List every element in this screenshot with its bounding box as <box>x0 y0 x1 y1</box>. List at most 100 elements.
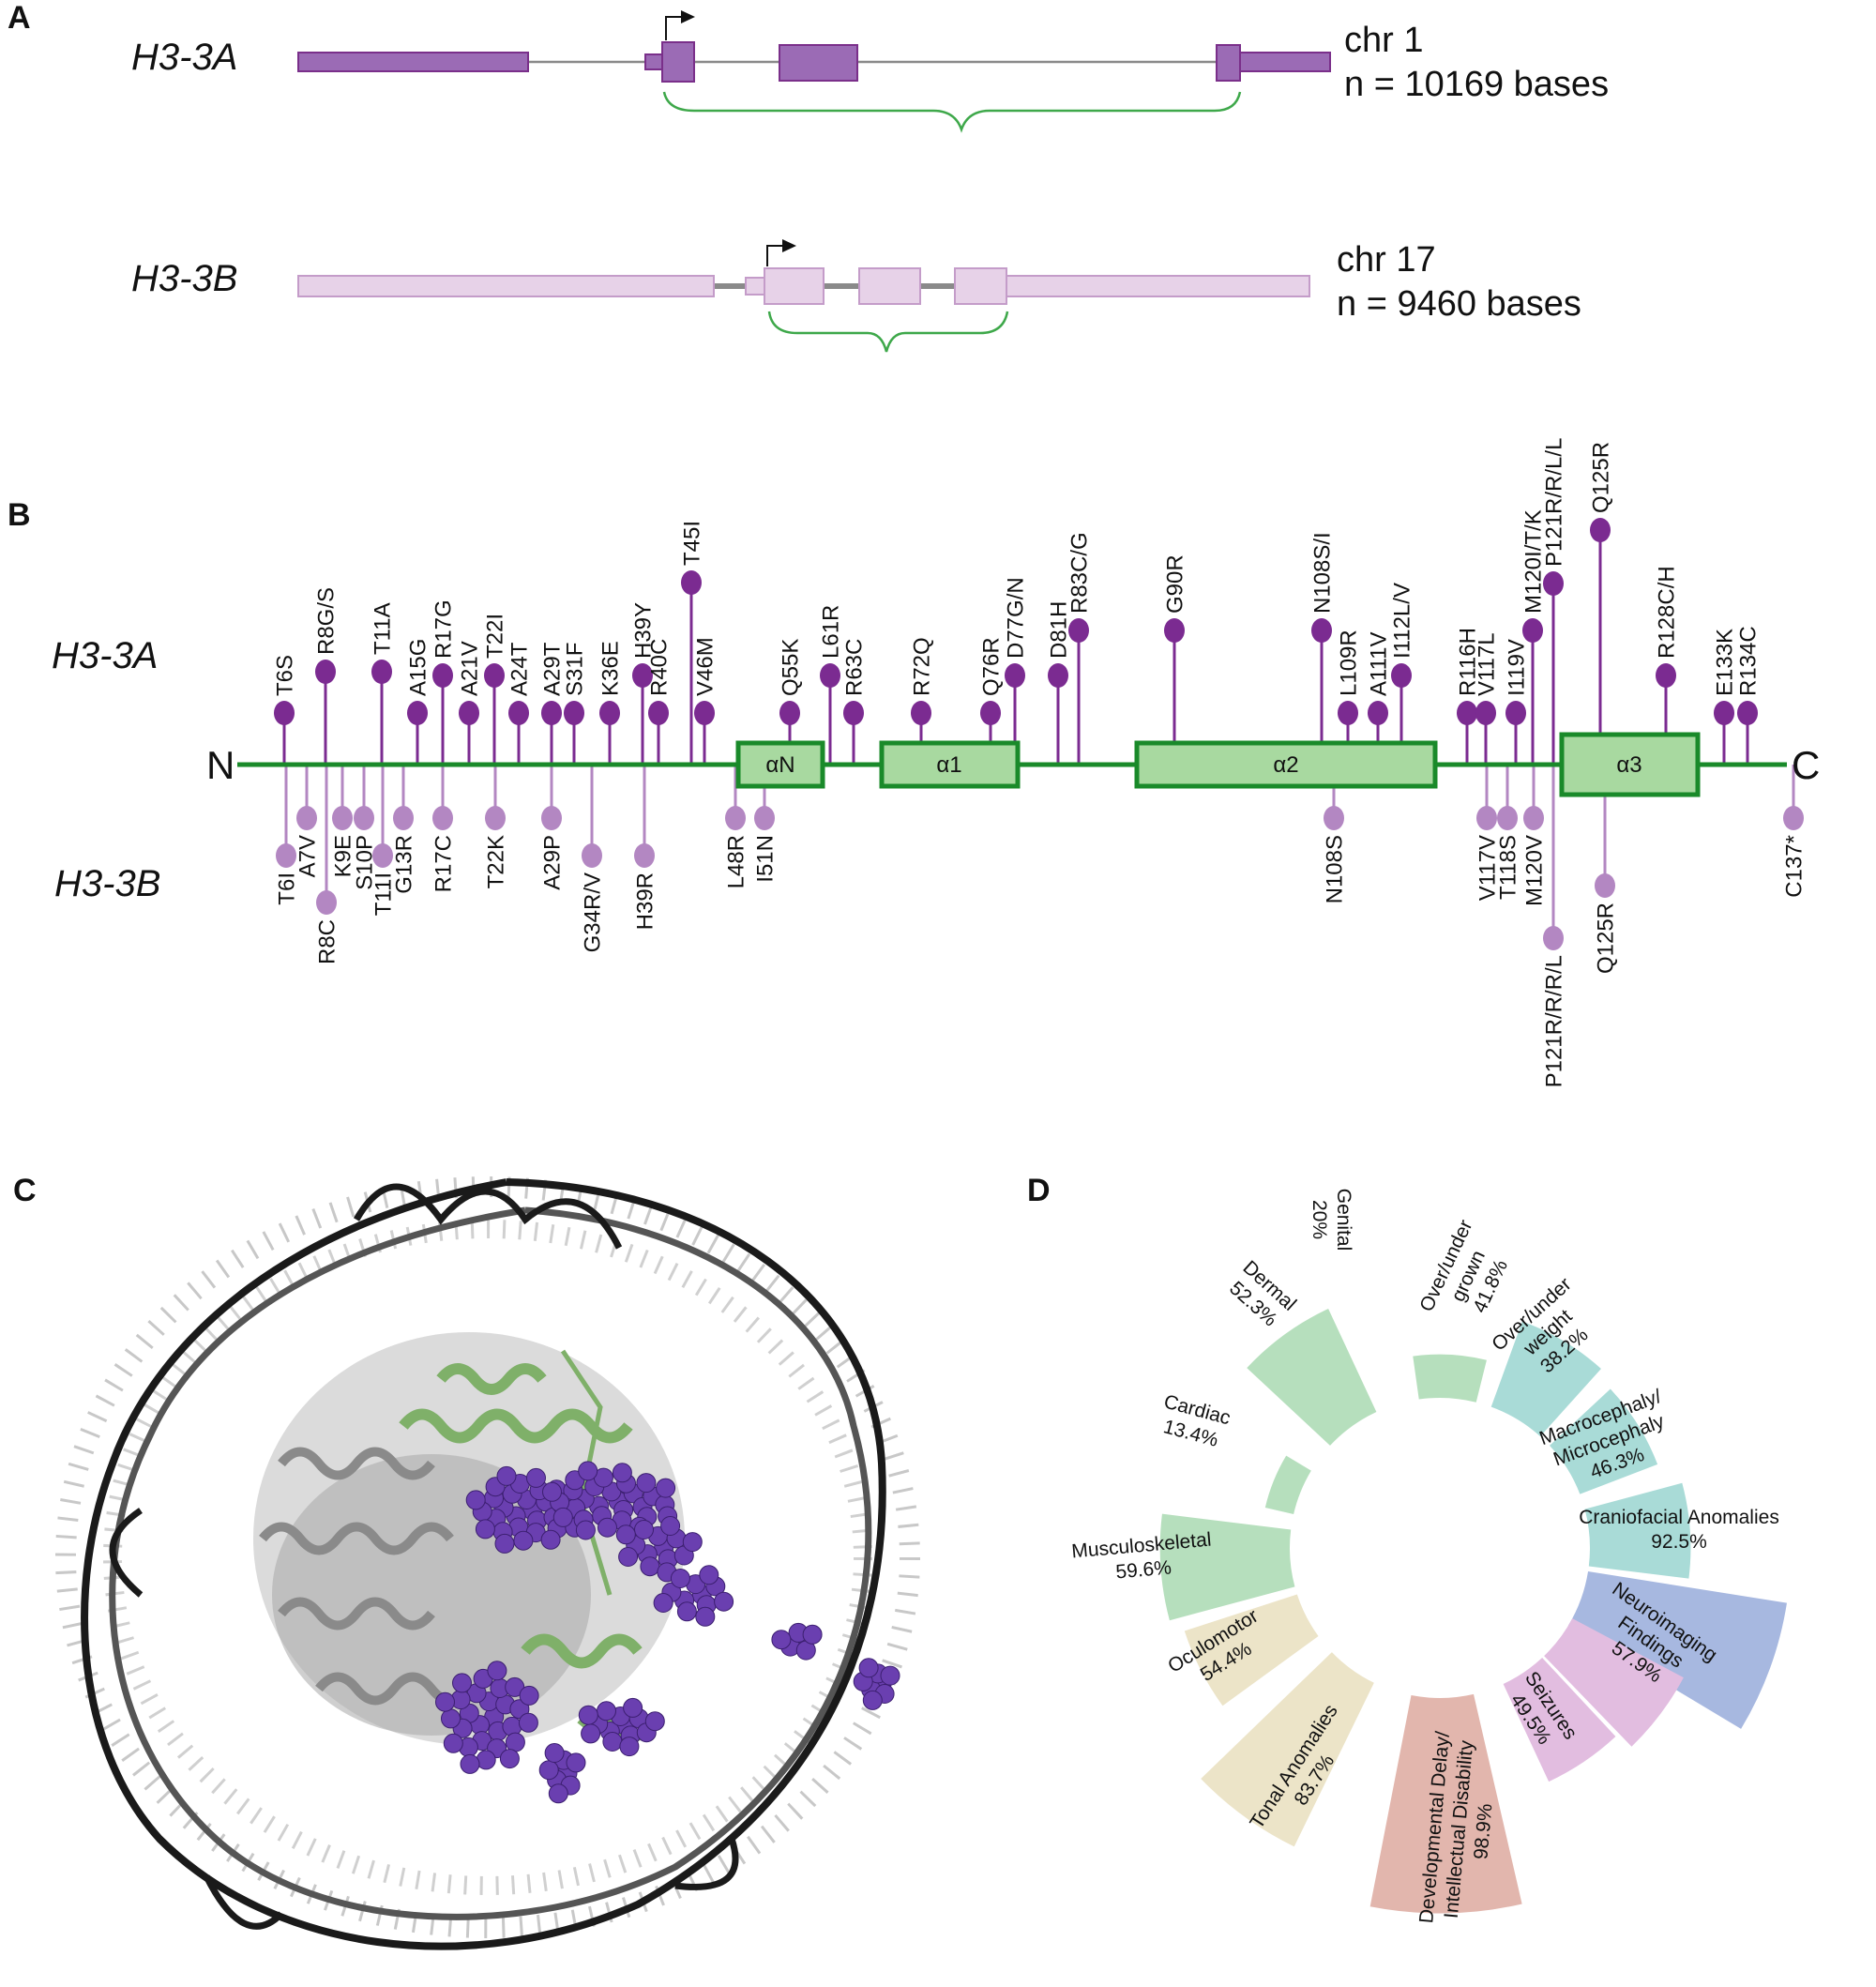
mutated-residue-sphere <box>802 1624 823 1645</box>
h3-3a-mutation-label: V117L <box>1474 632 1499 696</box>
h3-3a-mutation-label: R116H <box>1455 628 1480 696</box>
h3-3a-mutation-pin: A21V <box>457 641 482 765</box>
gene-b-chromosome: chr 17 <box>1337 240 1436 280</box>
h3-3b-mutation-label: K9E <box>330 835 356 877</box>
gene-b-structure: H3-3B chr 17 n = 9460 bases <box>131 239 1581 353</box>
h3-3a-mutation-label: A24T <box>507 642 532 696</box>
h3-3a-mutation-pin: E133K <box>1712 629 1737 765</box>
mutated-residue-sphere <box>443 1733 463 1753</box>
radial-bar <box>1159 1513 1295 1621</box>
h3-3b-mutation-pin: A29P <box>539 765 565 890</box>
h3-3a-mutation-pin: A15G <box>405 639 431 765</box>
mutated-residue-sphere <box>505 1732 525 1752</box>
mutated-residue-sphere <box>538 1760 559 1781</box>
h3-3b-mutation-label: T6I <box>274 872 299 905</box>
radial-bar-label: Genital20% <box>1309 1189 1354 1251</box>
radial-bar <box>1550 1388 1658 1494</box>
h3-3b-mutation-label: R8C <box>314 919 340 964</box>
gene-a-exon-1 <box>297 52 529 72</box>
gene-b-track-label: H3-3B <box>54 863 160 904</box>
mutated-residue-sphere <box>441 1708 461 1729</box>
h3-3a-mutation-label: N108S/I <box>1309 532 1335 614</box>
mutated-residue-sphere <box>597 1701 616 1722</box>
gene-a-cds-brace <box>662 91 1242 133</box>
histone-h3-3-helices <box>399 1349 654 1742</box>
h3-3b-mutation-label: M120V <box>1521 835 1547 906</box>
mutated-residue-sphere <box>623 1697 643 1718</box>
h3-3b-mutation-label: A29P <box>539 835 565 890</box>
h3-3a-mutation-pin: R40C <box>646 639 672 765</box>
h3-3a-mutation-label: R128C/H <box>1654 566 1679 659</box>
h3-3a-mutation-label: L109R <box>1336 629 1361 696</box>
radial-bar <box>1490 1321 1601 1437</box>
h3-3a-mutation-pin: I112L/V <box>1389 583 1415 765</box>
h3-3b-mutation-pin: K9E <box>330 765 356 877</box>
gene-a-name: H3-3A <box>131 37 237 78</box>
h3-3b-mutation-label: C137* <box>1781 835 1807 898</box>
mutated-residue-sphere <box>519 1685 539 1706</box>
mutated-residue-sphere <box>452 1673 472 1693</box>
radial-bar <box>1584 1482 1691 1579</box>
h3-3b-mutation-label: Q125R <box>1593 902 1618 974</box>
mutated-residue-sphere <box>578 1705 598 1725</box>
h3-3a-mutation-pin: A111V <box>1366 632 1391 765</box>
mutated-residue-sphere <box>682 1532 703 1553</box>
mutated-residue-sphere <box>653 1593 673 1613</box>
h3-3b-mutation-label: L48R <box>723 835 749 888</box>
h3-3b-mutation-pin: N108S <box>1322 765 1347 903</box>
h3-3a-mutation-pin: P121R/R/L/L <box>1541 438 1566 765</box>
h3-3a-mutation-pin: Q76R <box>978 637 1004 765</box>
domain-alpha-n-label: αN <box>765 752 794 778</box>
mutated-residue-sphere <box>435 1691 455 1712</box>
mutated-residue-sphere <box>566 1752 586 1773</box>
h3-3a-mutation-label: M120I/T/K <box>1520 509 1546 614</box>
mutated-residue-sphere <box>640 1556 660 1577</box>
mutated-residue-sphere <box>699 1565 719 1585</box>
h3-3b-mutation-label: R17C <box>431 835 456 892</box>
h3-3a-mutation-label: H39Y <box>630 602 656 659</box>
h3-3a-mutation-pin: K36E <box>598 641 623 765</box>
panel-d: D Genital20%Over/undergrown41.8%Over/und… <box>1027 1173 1787 1924</box>
gene-b-exon-1 <box>297 275 715 297</box>
gene-b-tss-arrow <box>766 239 796 266</box>
h3-3a-mutation-label: I119V <box>1504 639 1529 696</box>
nucleosome-structure <box>55 1176 920 1950</box>
h3-3a-mutation-label: Q76R <box>978 637 1004 696</box>
radial-bar <box>1264 1455 1311 1515</box>
h3-3a-mutation-pin: R8G/S <box>313 587 339 765</box>
h3-3b-mutation-pin: G13R <box>391 765 416 894</box>
domain-alpha-1: α1 <box>879 740 1021 789</box>
mutated-residue-sphere <box>465 1490 486 1510</box>
h3-3b-mutation-pin: T118S <box>1495 765 1520 900</box>
mutated-residue-sphere <box>575 1520 596 1540</box>
h3-3a-mutation-label: G90R <box>1162 554 1188 614</box>
mutated-residue-sphere <box>581 1723 601 1744</box>
h3-3a-mutation-pin: L61R <box>818 605 843 765</box>
gene-a-exon-2-utr <box>644 53 663 70</box>
radial-bar-label: Over/undergrown41.8% <box>1415 1217 1520 1336</box>
h3-3a-mutation-label: R40C <box>646 639 672 696</box>
gene-b-exon-3 <box>858 267 921 305</box>
panel-d-label: D <box>1027 1173 1051 1208</box>
h3-3a-mutation-label: S31F <box>562 643 587 696</box>
h3-3b-mutation-pin: R17C <box>431 765 456 892</box>
radial-bar <box>1247 1309 1377 1446</box>
h3-3a-mutation-label: L61R <box>818 605 843 659</box>
h3-3a-mutation-label: K36E <box>598 641 623 696</box>
mutated-residue-sphere <box>771 1630 792 1650</box>
panel-b-label: B <box>8 497 31 533</box>
h3-3a-mutation-label: A21V <box>457 641 482 696</box>
mutated-residue-sphere <box>460 1753 480 1774</box>
mutated-residue-sphere <box>670 1569 690 1588</box>
h3-3a-mutation-pin: R83C/G <box>1067 532 1092 765</box>
domain-alpha-3-label: α3 <box>1616 752 1642 778</box>
domain-alpha-2-label: α2 <box>1273 752 1298 778</box>
mutated-residue-sphere <box>618 1547 639 1567</box>
mutated-residue-sphere <box>548 1783 568 1804</box>
domain-alpha-n: αN <box>735 740 825 789</box>
h3-3a-mutation-label: A15G <box>405 639 431 696</box>
mutated-residue-sphere <box>676 1601 697 1622</box>
h3-3b-mutation-pin: G34R/V <box>580 765 605 952</box>
gene-a-exon-2 <box>661 41 695 83</box>
